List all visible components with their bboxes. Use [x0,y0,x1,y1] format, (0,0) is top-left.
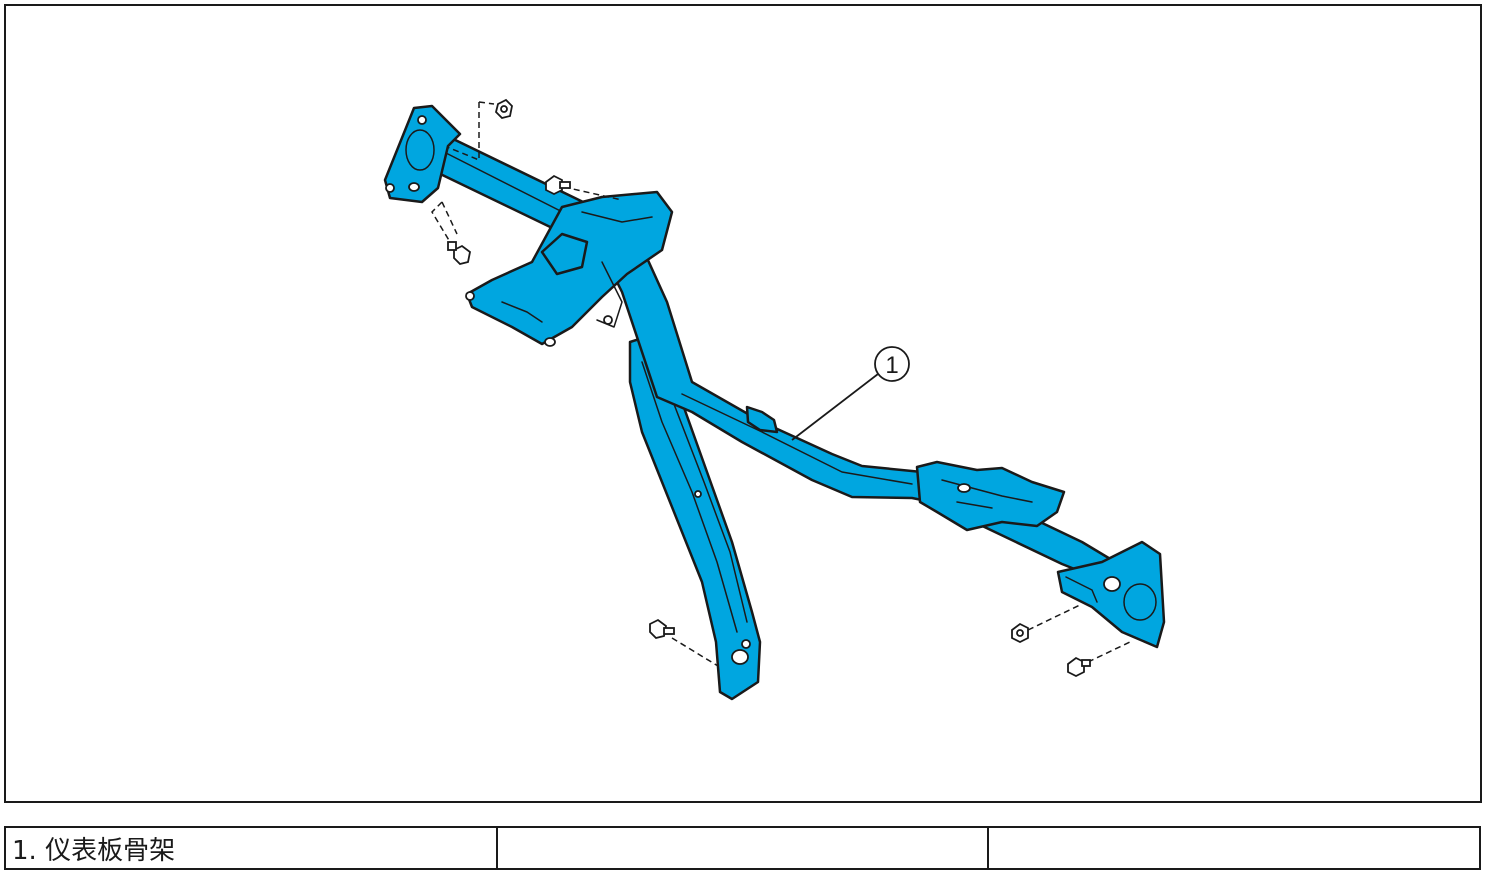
legend-cell: 1. 仪表板骨架 [4,826,498,870]
right-end-bracket [1056,540,1166,649]
fastener-leader [441,201,458,235]
fastener-leader [431,201,451,243]
bolt-icon [545,174,571,196]
center-steering-bracket [465,190,674,347]
fasteners [431,98,1131,678]
left-end-bracket [383,104,462,204]
legend-cell [987,826,1481,870]
callout-circle [874,346,910,382]
legend-table: 1. 仪表板骨架 [4,826,1481,870]
tube-clip-bracket [745,405,779,434]
legend-cell [495,826,990,870]
fastener-leader [1087,641,1131,663]
center-support-brace [628,333,762,701]
bolt-icon [1067,656,1091,678]
fastener-leader [1027,603,1083,631]
instrument-panel-frame-diagram: .part { fill: #00a6e0; stroke: #1a1a1a; … [383,98,1166,701]
callout-leader-line [791,373,879,441]
legend-row: 1. 仪表板骨架 [4,826,1481,870]
nut-icon [1011,622,1029,644]
bolt-icon [649,618,675,639]
callout-1: 1 [791,346,910,441]
callout-number: 1 [885,352,898,379]
nut-icon [495,98,513,119]
right-side-bracket [915,460,1066,532]
fastener-leader [446,102,480,162]
fastener-leader [478,101,495,105]
fastener-leader [671,637,719,667]
diagram-frame: .part { fill: #00a6e0; stroke: #1a1a1a; … [4,4,1482,803]
bolt-icon [447,241,471,265]
